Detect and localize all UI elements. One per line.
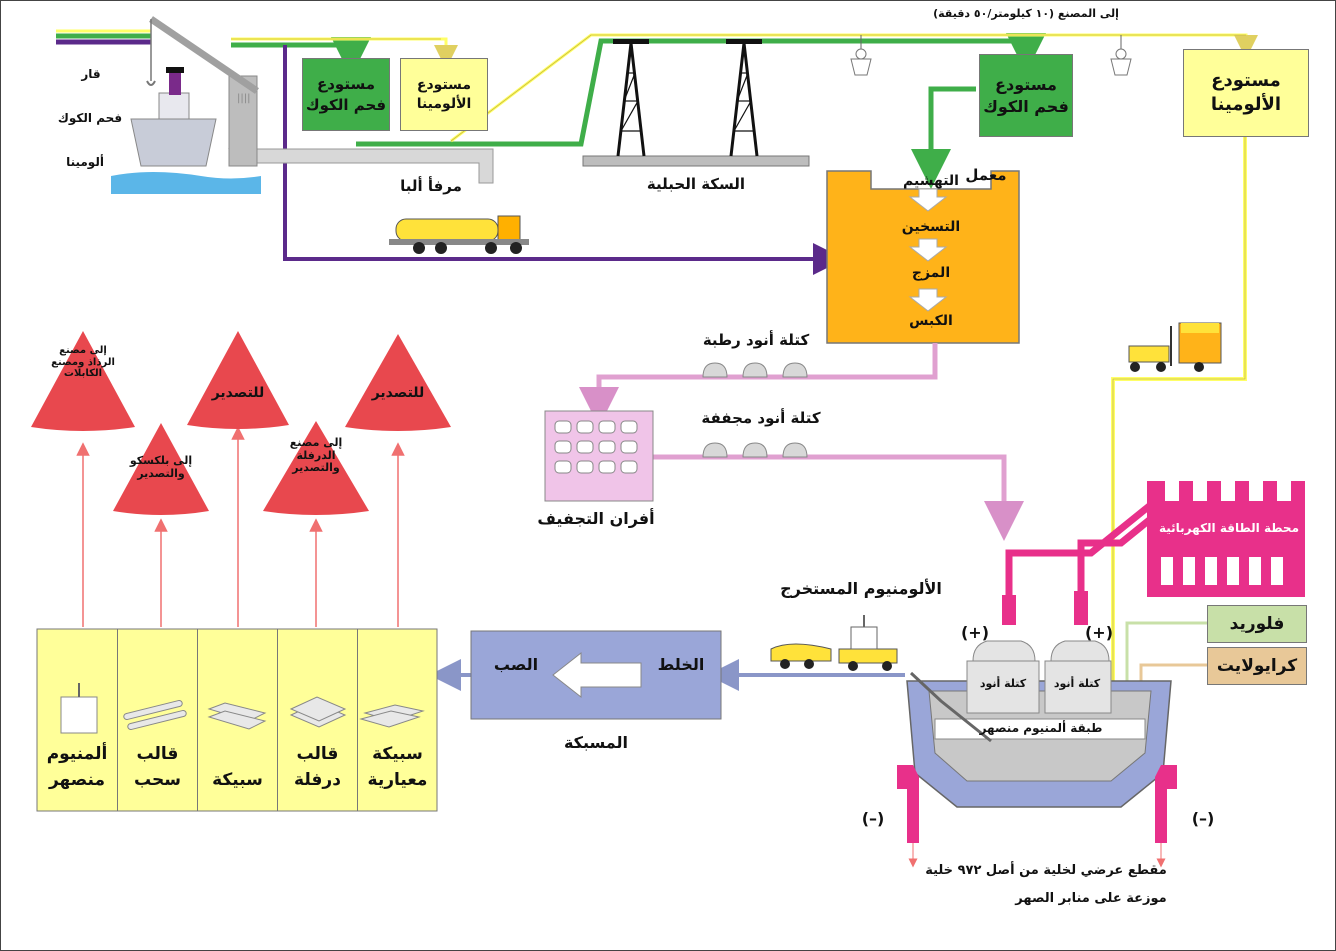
siphon-tube [909,671,992,743]
warehouse-coke-plant: مستودع فحم الكوك [979,54,1073,137]
product-label: سبيكة معيارية [367,744,428,790]
casthouse-pouring-label: الصب [493,655,539,674]
product-standard-ingot: سبيكة معيارية [357,629,437,811]
anode-rods [1002,591,1088,625]
anode-plus-right: (+) [1084,623,1114,642]
product-label: ألمنيوم منصهر [46,744,108,790]
power-station-label: محطة الطاقة الكهربائية [1158,521,1300,535]
product-label: سبيكة [212,769,263,790]
ship-label-alumina: ألومينا [66,155,104,169]
cell-caption-line2: موزعة على منابر الصهر [1015,891,1167,906]
step-crushing: التهشيم [903,173,959,189]
extracted-aluminium-label: الألومنيوم المستخرج [780,579,942,598]
step-heating: التسخين [901,219,961,235]
product-icons [60,683,425,734]
fluoride-box: فلوريد [1207,605,1307,643]
electrolysis-cell [897,640,1177,868]
cableway-icon [582,39,810,167]
destination-export-2: للتصدير [211,385,265,401]
cell-caption-line1: مقطع عرضي لخلية من أصل ٩٧٢ خلية [925,863,1167,878]
product-ingot: سبيكة [197,629,277,811]
destination-balexco: إلى بلكسكو والتصدير [129,454,193,480]
process-step-arrows [908,188,948,312]
step-mixing: المزج [911,265,951,281]
casthouse-name: المسبكة [563,733,629,752]
gondola-icon [850,35,1132,76]
casthouse-mixing-label: الخلط [657,655,705,674]
tanker-truck-icon [389,215,529,254]
warehouse-alumina-plant: مستودع الألومينا [1183,49,1309,137]
molten-layer-label: طبقة ألمنيوم منصهر [979,721,1103,735]
port-label: مرفأ ألبا [400,177,462,195]
ship-label-coke: فحم الكوك [57,111,123,125]
destination-triangles [31,331,451,515]
ship-label-pitch: قار [81,67,101,81]
svg-text:||||: |||| [237,93,250,104]
purple-pitch-line [283,45,845,275]
destination-export-1: للتصدير [371,385,425,401]
product-label: قالب سحب [134,744,181,790]
export-arrows [76,426,405,627]
anode-block-label-left: كتلة أنود [979,677,1027,690]
cryolite-box: كرايولايت [1207,647,1307,685]
drying-ovens-icon [544,410,654,502]
warehouse-coke-port: مستودع فحم الكوك [302,58,390,131]
product-rolling-slab: قالب درفلة [277,629,357,811]
top-note: إلى المصنع (١٠ كيلومتر/٥٠ دقيقة) [933,7,1119,20]
cathode-minus-right: (–) [1191,809,1215,828]
coke-feed-line [911,86,976,189]
dry-anode-label: كتلة أنود مجففة [701,409,821,427]
product-label: قالب درفلة [294,744,341,790]
power-cables [1005,500,1156,595]
product-molten-aluminium: ألمنيوم منصهر [37,629,117,811]
carbon-plant-title: معمل [965,166,1007,184]
ship-icon [111,67,261,194]
metal-truck-icon [770,615,898,671]
crane-icon: |||| [146,16,259,167]
anode-block-icons [702,362,808,458]
wet-anode-label: كتلة أنود رطبة [702,331,810,349]
pour-arrow-icon [552,651,642,699]
cableway-label: السكة الحبلية [646,175,746,193]
destination-atomizer-cables: إلى مصنع الرذاذ ومصنع الكابلات [51,345,115,379]
destination-rolling-mill: إلى مصنع الدرفلة والتصدير [289,436,343,475]
forklift-icon [1128,322,1222,372]
product-extrusion-billet: قالب سحب [117,629,197,811]
fluoride-line [1125,621,1207,691]
dry-anode-line [653,454,1024,541]
step-pressing: الكبس [909,313,953,329]
power-station-icon [1147,481,1305,597]
ovens-label: أفران التجفيف [537,509,655,528]
anode-plus-left: (+) [960,623,990,642]
top-conveyor-lines [56,29,1258,147]
anode-block-label-right: كتلة أنود [1053,677,1101,690]
cathode-minus-left: (–) [861,809,885,828]
warehouse-alumina-port: مستودع الألومينا [400,58,488,131]
